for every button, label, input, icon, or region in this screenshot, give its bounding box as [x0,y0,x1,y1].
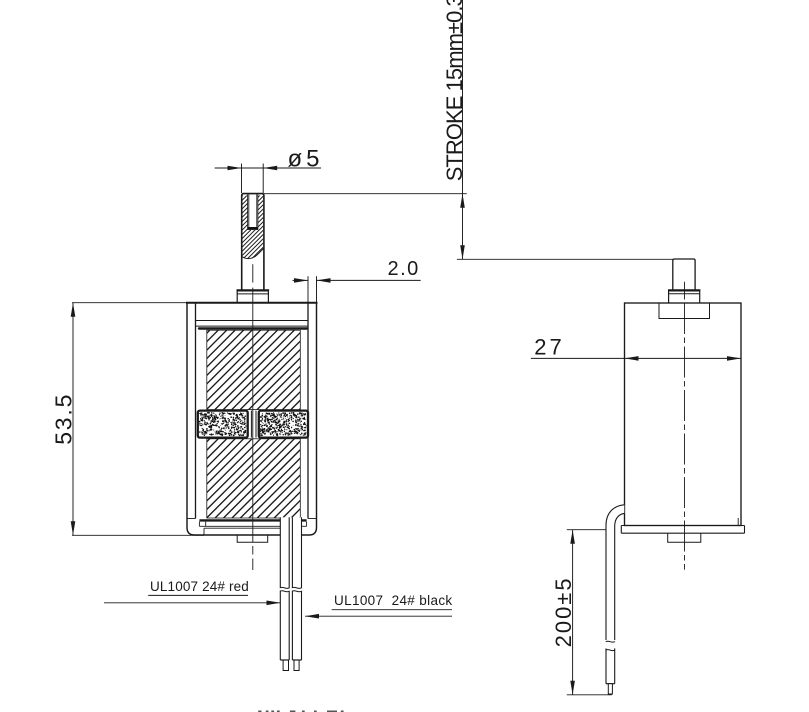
svg-text:27: 27 [534,335,564,360]
svg-text:ø5: ø5 [288,145,324,172]
svg-text:200±5: 200±5 [551,576,576,647]
svg-text:2.0: 2.0 [388,258,420,280]
svg-text:STROKE 15mm±0.3: STROKE 15mm±0.3 [442,0,467,181]
svg-text:UL1007 24# black: UL1007 24# black [334,593,453,608]
svg-text:UL1007 24# red: UL1007 24# red [150,579,249,594]
svg-text:53.5: 53.5 [50,393,76,445]
